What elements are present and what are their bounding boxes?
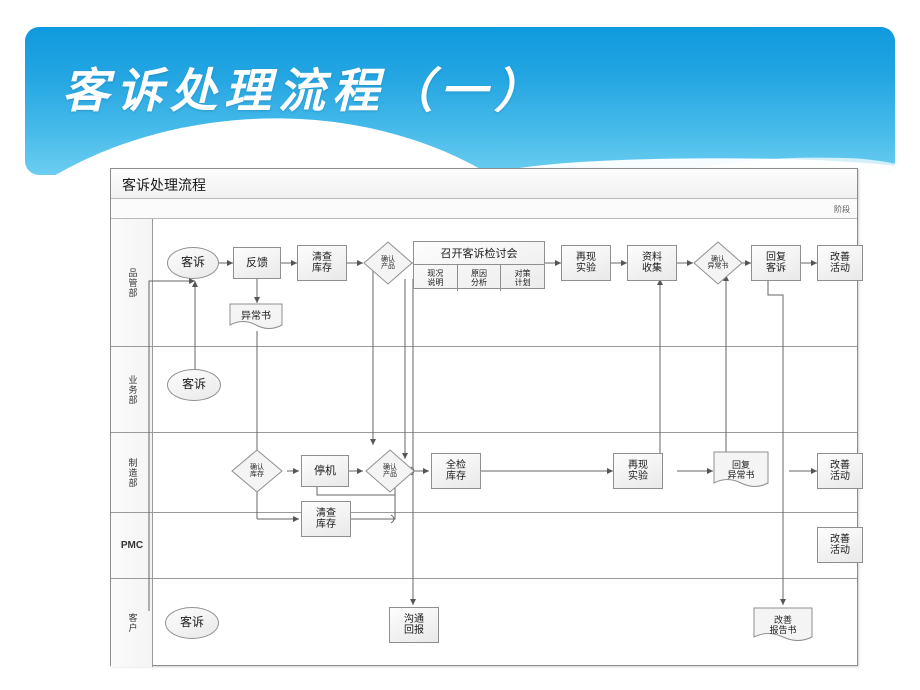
page-title: 客诉处理流程（一） [62, 64, 548, 119]
node-mfg-reply-abnormal-label: 回复 异常书 [727, 460, 755, 481]
node-qa-collect-data-label: 资料 收集 [642, 251, 662, 275]
decision-diamond-icon [365, 449, 415, 493]
lane-label-qa: 品管部 [111, 219, 153, 347]
flowchart-title: 客诉处理流程 [122, 178, 206, 194]
node-mfg-confirm-product[interactable]: 确认 产品 [365, 449, 415, 493]
node-qa-confirm-abnormal-label: 确认 异常书 [707, 254, 729, 270]
node-qa-meeting-cell-2[interactable]: 原因 分析 [458, 265, 502, 291]
node-qa-meeting-cell-1[interactable]: 现况 说明 [414, 265, 458, 291]
lane-label-customer: 客户 [111, 579, 153, 667]
node-mfg-improve-label: 改善 活动 [830, 459, 850, 483]
lane-label-manufacturing-text: 制造部 [126, 457, 137, 488]
decision-diamond-icon [693, 241, 743, 285]
lane-label-column: 品管部 业务部 制造部 PMC 客户 [111, 219, 153, 667]
lane-label-sales: 业务部 [111, 347, 153, 433]
lane-label-qa-text: 品管部 [126, 267, 137, 298]
flowchart-header: 客诉处理流程 [111, 169, 857, 199]
lane-label-pmc-text: PMC [120, 540, 144, 551]
node-customer-complaint[interactable]: 客诉 [165, 607, 219, 639]
node-pmc-check-stock[interactable]: 清查 库存 [301, 501, 351, 537]
node-pmc-check-stock-label: 清查 库存 [316, 507, 336, 531]
lane-label-customer-text: 客户 [126, 613, 137, 633]
node-mfg-retest[interactable]: 再现 实验 [613, 453, 663, 489]
node-qa-collect-data[interactable]: 资料 收集 [627, 245, 677, 281]
decision-diamond-icon [363, 241, 413, 285]
document-shape-icon [713, 451, 769, 487]
node-mfg-confirm-product-label: 确认 产品 [383, 462, 397, 478]
lane-row-customer [153, 579, 857, 667]
node-qa-feedback-label: 反馈 [246, 255, 268, 269]
node-qa-check-stock[interactable]: 清查 库存 [297, 245, 347, 281]
node-mfg-confirm-stock[interactable]: 确认 库存 [231, 449, 283, 493]
document-shape-icon [229, 303, 283, 329]
node-mfg-reply-abnormal[interactable]: 回复 异常书 [713, 451, 769, 491]
node-sales-complaint-label: 客诉 [181, 377, 206, 392]
node-mfg-stop-machine[interactable]: 停机 [301, 455, 349, 487]
decision-diamond-icon [231, 449, 283, 493]
node-pmc-improve-label: 改善 活动 [830, 533, 850, 557]
node-qa-feedback[interactable]: 反馈 [233, 247, 281, 279]
lane-row-qa [153, 219, 857, 347]
node-customer-improve-report-label: 改善 报告书 [769, 615, 797, 636]
node-customer-communicate[interactable]: 沟通 回报 [389, 607, 439, 643]
node-qa-check-stock-label: 清查 库存 [312, 251, 332, 275]
node-qa-confirm-product-label: 确认 产品 [381, 254, 395, 270]
node-customer-communicate-label: 沟通 回报 [404, 613, 424, 637]
lane-label-pmc: PMC [111, 513, 153, 579]
flowchart-panel: 客诉处理流程 阶段 品管部 业务部 制造部 PMC [110, 168, 863, 667]
node-qa-improve-label: 改善 活动 [830, 251, 850, 275]
node-qa-complaint-label: 客诉 [180, 255, 205, 270]
node-mfg-improve[interactable]: 改善 活动 [817, 453, 863, 489]
node-qa-meeting[interactable]: 召开客诉检讨会 现况 说明 原因 分析 对策 计划 [413, 241, 545, 291]
node-qa-reply-complaint-label: 回复 客诉 [766, 251, 786, 275]
node-mfg-stop-machine-label: 停机 [314, 463, 336, 477]
node-qa-meeting-cells: 现况 说明 原因 分析 对策 计划 [414, 265, 544, 291]
swimlane-grid: 品管部 业务部 制造部 PMC 客户 [111, 219, 863, 667]
node-qa-abnormal-report-label: 异常书 [241, 311, 271, 323]
node-customer-complaint-label: 客诉 [179, 615, 204, 630]
node-sales-complaint[interactable]: 客诉 [167, 369, 221, 401]
node-qa-meeting-cell-3[interactable]: 对策 计划 [514, 268, 531, 287]
title-banner [25, 27, 895, 175]
document-shape-icon [753, 607, 813, 641]
node-qa-meeting-title: 召开客诉检讨会 [414, 242, 544, 265]
node-qa-confirm-product[interactable]: 确认 产品 [363, 241, 413, 285]
lane-label-sales-text: 业务部 [126, 374, 137, 405]
node-mfg-retest-label: 再现 实验 [628, 459, 648, 483]
node-qa-confirm-abnormal[interactable]: 确认 异常书 [693, 241, 743, 285]
node-mfg-full-inspect-label: 全检 库存 [446, 459, 466, 483]
lane-row-sales [153, 347, 857, 433]
node-mfg-full-inspect[interactable]: 全检 库存 [431, 453, 481, 489]
phase-bar: 阶段 [111, 199, 857, 219]
lane-row-pmc [153, 513, 857, 579]
node-customer-improve-report[interactable]: 改善 报告书 [753, 607, 813, 645]
node-qa-complaint[interactable]: 客诉 [167, 247, 219, 279]
phase-label: 阶段 [834, 205, 850, 214]
lane-label-manufacturing: 制造部 [111, 433, 153, 513]
node-qa-improve[interactable]: 改善 活动 [817, 245, 863, 281]
lane-row-manufacturing [153, 433, 857, 513]
node-mfg-confirm-stock-label: 确认 库存 [250, 462, 264, 478]
node-pmc-improve[interactable]: 改善 活动 [817, 527, 863, 563]
node-qa-retest-label: 再现 实验 [576, 251, 596, 275]
node-qa-retest[interactable]: 再现 实验 [561, 245, 611, 281]
node-qa-reply-complaint[interactable]: 回复 客诉 [751, 245, 801, 281]
node-qa-abnormal-report[interactable]: 异常书 [229, 303, 283, 331]
